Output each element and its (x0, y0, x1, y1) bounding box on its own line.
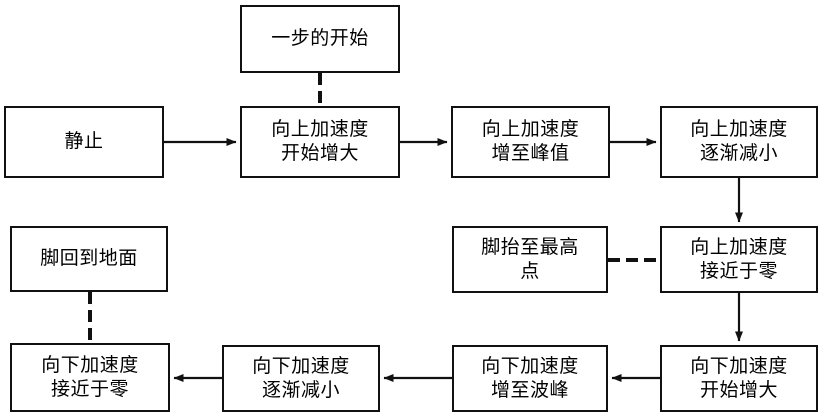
node-down_zero[interactable]: 向下加速度 接近于零 (10, 343, 170, 412)
node-down_decrease[interactable]: 向下加速度 逐渐减小 (222, 345, 380, 412)
node-rest[interactable]: 静止 (4, 106, 164, 178)
node-foot_ground[interactable]: 脚回到地面 (10, 226, 168, 292)
node-foot_top[interactable]: 脚抬至最高 点 (452, 226, 608, 293)
node-up_begin[interactable]: 向上加速度 开始增大 (240, 106, 400, 178)
node-down_peak[interactable]: 向下加速度 增至波峰 (452, 345, 608, 412)
node-up_decrease[interactable]: 向上加速度 逐渐减小 (660, 106, 818, 178)
node-up_peak[interactable]: 向上加速度 增至峰值 (451, 106, 610, 178)
node-up_zero[interactable]: 向上加速度 接近于零 (660, 226, 818, 293)
node-start[interactable]: 一步的开始 (240, 5, 400, 73)
node-down_begin[interactable]: 向下加速度 开始增大 (660, 345, 818, 412)
